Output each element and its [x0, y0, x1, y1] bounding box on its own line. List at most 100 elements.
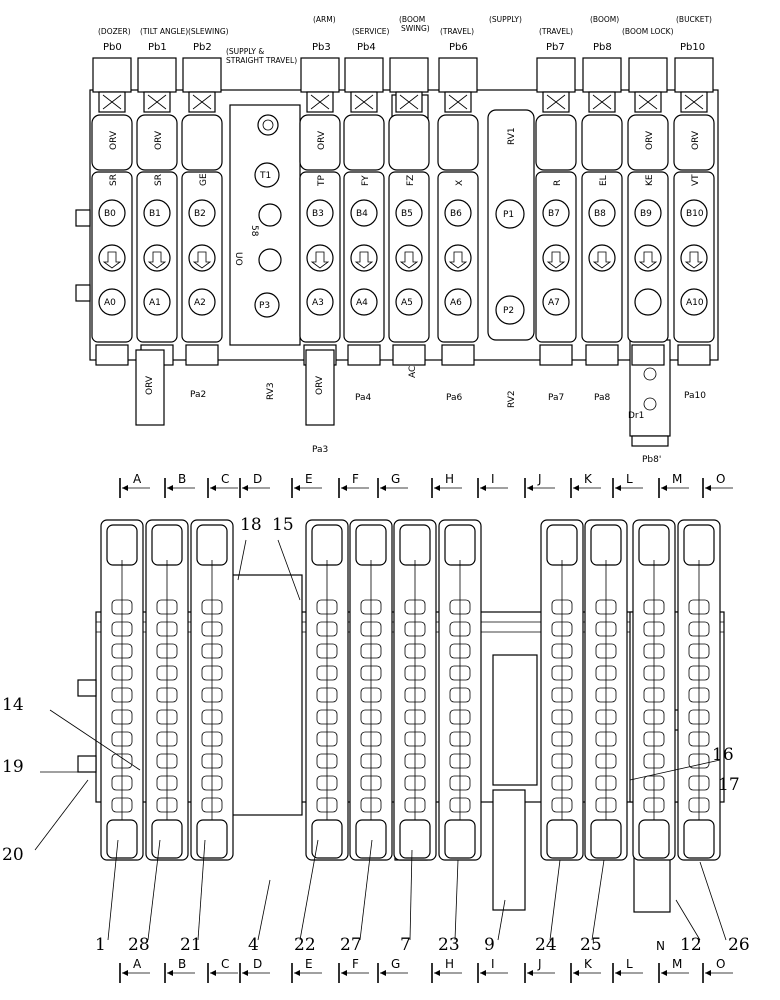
- spool-section: [581, 57, 623, 366]
- leader-line: [277, 539, 301, 601]
- function-label: (SLEWING): [188, 27, 229, 36]
- b-port-label: B2: [194, 209, 206, 219]
- port-label: Pa10: [684, 391, 706, 401]
- port-label: Pb6: [449, 42, 468, 53]
- function-label: (TILT ANGLE): [140, 27, 188, 36]
- leader-line: [237, 539, 247, 581]
- b-port-label: B7: [548, 209, 560, 219]
- orv-label: ORV: [691, 130, 701, 150]
- spool-code: TP: [317, 175, 327, 187]
- function-label: (SUPPLY &: [226, 47, 264, 56]
- section-mark-letter: C: [221, 472, 229, 486]
- spool-cross-section: [349, 519, 393, 861]
- inlet-section: [229, 574, 303, 816]
- function-label: (BOOM LOCK): [622, 27, 674, 36]
- section-marker: [570, 478, 601, 498]
- leader-line: [675, 899, 701, 941]
- spool-cross-section: [100, 519, 144, 861]
- port-label: Pa3: [312, 445, 328, 455]
- a-port-label: A7: [548, 298, 560, 308]
- section-mark-letter: F: [352, 472, 359, 486]
- spool-section: [437, 57, 479, 366]
- spool-cross-section: [393, 519, 437, 861]
- spool-code: VT: [691, 174, 701, 186]
- manifold-boss: [257, 114, 279, 136]
- acv-label: ACV: [408, 359, 418, 378]
- callout-number: 18: [240, 515, 262, 535]
- a-port-label: A0: [104, 298, 116, 308]
- section-marker: [291, 478, 322, 498]
- section-marker: [524, 478, 555, 498]
- function-label: (SERVICE): [352, 27, 390, 36]
- a-port-label: A10: [686, 298, 704, 308]
- inlet-mark: 58: [249, 225, 259, 237]
- spool-section: [627, 57, 669, 366]
- section-marker: [477, 478, 508, 498]
- spool-code: R: [553, 180, 563, 186]
- spool-section: [181, 57, 223, 366]
- relief-valve-label: RV2: [507, 390, 517, 408]
- section-marker: [377, 478, 408, 498]
- section-marker: [658, 963, 689, 983]
- a-port-label: A4: [356, 298, 368, 308]
- section-marker: [658, 478, 689, 498]
- spool-section: [673, 57, 715, 366]
- function-label: (TRAVEL): [539, 27, 573, 36]
- a-port-label: A1: [149, 298, 161, 308]
- a-port-label: A6: [450, 298, 462, 308]
- port-label: Pb7: [546, 42, 565, 53]
- callout-number: 28: [128, 935, 150, 955]
- function-label: (DOZER): [98, 27, 131, 36]
- leader-line: [147, 839, 161, 941]
- callout-number: 26: [728, 935, 750, 955]
- orv-label: ORV: [154, 130, 164, 150]
- spool-cross-section: [677, 519, 721, 861]
- spool-code: FZ: [406, 175, 416, 186]
- spool-cross-section: [540, 519, 584, 861]
- section-marker: [119, 478, 150, 498]
- spool-code: EL: [599, 175, 609, 186]
- top-pilot-ports: Pb0 Pb1 Pb2 Pb3 Pb4 Pb6 Pb7 Pb8 Pb10: [103, 42, 705, 53]
- function-labels: (DOZER) (TILT ANGLE) (SLEWING) (SUPPLY &…: [98, 15, 712, 65]
- port-label: Pa4: [355, 393, 372, 403]
- supply-section: [492, 654, 538, 786]
- spool-code: GE: [199, 173, 209, 186]
- spool-code: X: [455, 180, 465, 186]
- spool-cross-section: [145, 519, 189, 861]
- section-mark-letter: H: [445, 957, 454, 971]
- port-label: Pb2: [193, 42, 212, 53]
- spool-cross-section: [584, 519, 628, 861]
- spool-code: KE: [645, 174, 655, 186]
- callout-number: 7: [400, 935, 411, 955]
- section-mark-letter: E: [305, 957, 313, 971]
- b-port-label: B6: [450, 209, 462, 219]
- orv-label: ORV: [645, 130, 655, 150]
- section-marker: [612, 478, 643, 498]
- section-marker: [207, 963, 238, 983]
- b-port-label: B5: [401, 209, 413, 219]
- port-label: Pa6: [446, 393, 463, 403]
- callout-number: 4: [248, 935, 259, 955]
- orv-label: ORV: [109, 130, 119, 150]
- section-mark-letter: D: [253, 957, 262, 971]
- spool-section: [91, 57, 133, 366]
- callout-number: 22: [294, 935, 316, 955]
- callout-number: 1: [95, 935, 106, 955]
- section-mark-letter: M: [672, 472, 682, 486]
- port-label: Pb1: [148, 42, 167, 53]
- port-label: Pa2: [190, 390, 206, 400]
- callout-number: 9: [484, 935, 495, 955]
- function-label: STRAIGHT TRAVEL): [226, 56, 297, 65]
- section-mark-letter: H: [445, 472, 454, 486]
- spool-cross-section: [632, 519, 676, 861]
- spool-code: FY: [361, 175, 371, 186]
- function-label: (BUCKET): [676, 15, 712, 24]
- leader-line: [299, 839, 319, 941]
- callout-number: 17: [718, 775, 740, 795]
- a-port-label: A2: [194, 298, 206, 308]
- function-label: SWING): [401, 24, 430, 33]
- section-mark-letter: K: [584, 957, 593, 971]
- section-mark-letter: E: [305, 472, 313, 486]
- port-label: Pb10: [680, 42, 705, 53]
- b-port-label: B3: [312, 209, 324, 219]
